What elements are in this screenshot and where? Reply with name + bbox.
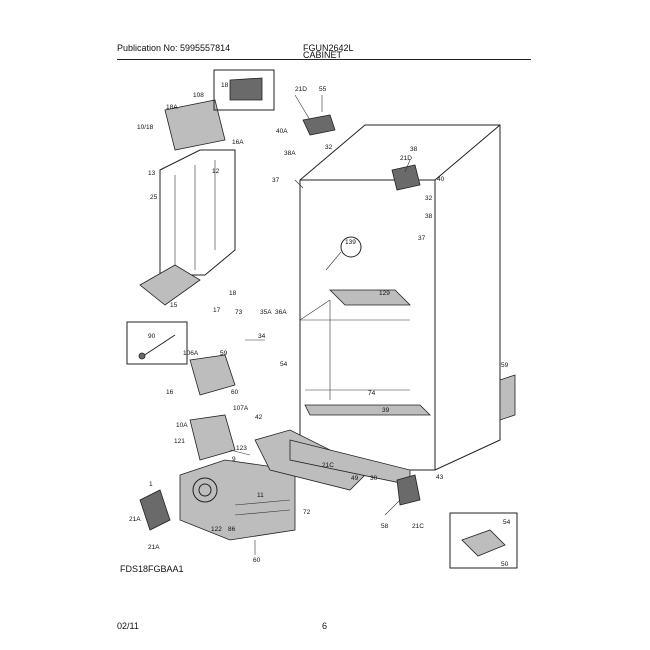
- callout-label: 39: [382, 407, 390, 414]
- duct-assembly: [139, 69, 275, 306]
- callout-label: 18: [229, 290, 237, 297]
- callout-label: 55: [319, 86, 327, 93]
- callout-label: 72: [303, 509, 311, 516]
- callout-label: 86: [228, 526, 236, 533]
- control-housing: [189, 354, 236, 461]
- callout-label: 121: [174, 438, 185, 445]
- callout-label: 25: [150, 194, 158, 201]
- callout-label: 13: [148, 170, 156, 177]
- callout-label: 21C: [322, 462, 334, 469]
- section-title: CABINET: [303, 50, 343, 60]
- callout-label: 1: [149, 481, 153, 488]
- callout-labels: 108 18 18A 10/18 16A 12 13 25 15 17 18 2…: [129, 82, 511, 568]
- callout-label: 106A: [183, 350, 199, 357]
- header-divider: [117, 59, 531, 60]
- callout-label: 16: [166, 389, 174, 396]
- footer-page-number: 6: [322, 621, 328, 631]
- tool-detail-box: [126, 321, 188, 365]
- callout-label: 129: [379, 290, 390, 297]
- callout-label: 17: [213, 307, 221, 314]
- callout-label: 73: [235, 309, 243, 316]
- hinge-parts: [302, 114, 421, 506]
- callout-label: 60: [231, 389, 239, 396]
- callout-label: 59: [220, 350, 228, 357]
- callout-label: 35A: [260, 309, 272, 316]
- callout-label: 74: [368, 390, 376, 397]
- callout-label: 40: [437, 176, 445, 183]
- callout-circle: [325, 236, 362, 271]
- callout-label: 50: [501, 561, 509, 568]
- callout-label: 30: [370, 475, 378, 482]
- callout-label: 58: [381, 523, 389, 530]
- callout-label: 38: [425, 213, 433, 220]
- callout-label: 42: [255, 414, 263, 421]
- callout-label: 43: [436, 474, 444, 481]
- callout-label: 18A: [166, 104, 178, 111]
- callout-label: 32: [325, 144, 333, 151]
- callout-label: 21D: [400, 155, 412, 162]
- callout-label: 37: [272, 177, 280, 184]
- callout-label: 90: [148, 333, 156, 340]
- callout-label: 107A: [233, 405, 249, 412]
- callout-label: 40A: [276, 128, 288, 135]
- callout-label: 122: [211, 526, 222, 533]
- callout-label: 12: [212, 168, 220, 175]
- callout-label: 15: [170, 302, 178, 309]
- callout-label: 9: [232, 456, 236, 463]
- publication-number: Publication No: 5995557814: [117, 43, 231, 53]
- side-trim: [499, 374, 516, 421]
- callout-label: 32: [425, 195, 433, 202]
- callout-label: 108: [193, 92, 204, 99]
- callout-label: 18: [221, 82, 229, 89]
- leader-lines: [229, 94, 411, 555]
- inset-detail-box: [449, 512, 518, 569]
- model-number: FGUN2642L: [303, 43, 354, 53]
- callout-label: 10A: [176, 422, 188, 429]
- callout-label: 38: [410, 146, 418, 153]
- callout-label: 21A: [148, 544, 160, 551]
- base-grille: [139, 429, 371, 541]
- callout-label: 21C: [412, 523, 424, 530]
- callout-label: 54: [280, 361, 288, 368]
- callout-label: 37: [418, 235, 426, 242]
- callout-label: 21D: [295, 86, 307, 93]
- callout-label: 38A: [284, 150, 296, 157]
- callout-label: 59: [501, 362, 509, 369]
- callout-label: 36A: [275, 309, 287, 316]
- footer-date: 02/11: [117, 621, 139, 631]
- callout-label: 123: [236, 445, 247, 452]
- diagram-code: FDS18FGBAA1: [120, 564, 184, 574]
- callout-label: 60: [253, 557, 261, 564]
- callout-label: 49: [351, 475, 359, 482]
- callout-label: 34: [258, 333, 266, 340]
- callout-label: 54: [503, 519, 511, 526]
- callout-label: 11: [257, 492, 264, 499]
- cabinet-body: [299, 124, 501, 471]
- callout-label: 16A: [232, 139, 244, 146]
- callout-label: 139: [345, 239, 356, 246]
- callout-label: 10/18: [137, 124, 154, 131]
- callout-label: 21A: [129, 516, 141, 523]
